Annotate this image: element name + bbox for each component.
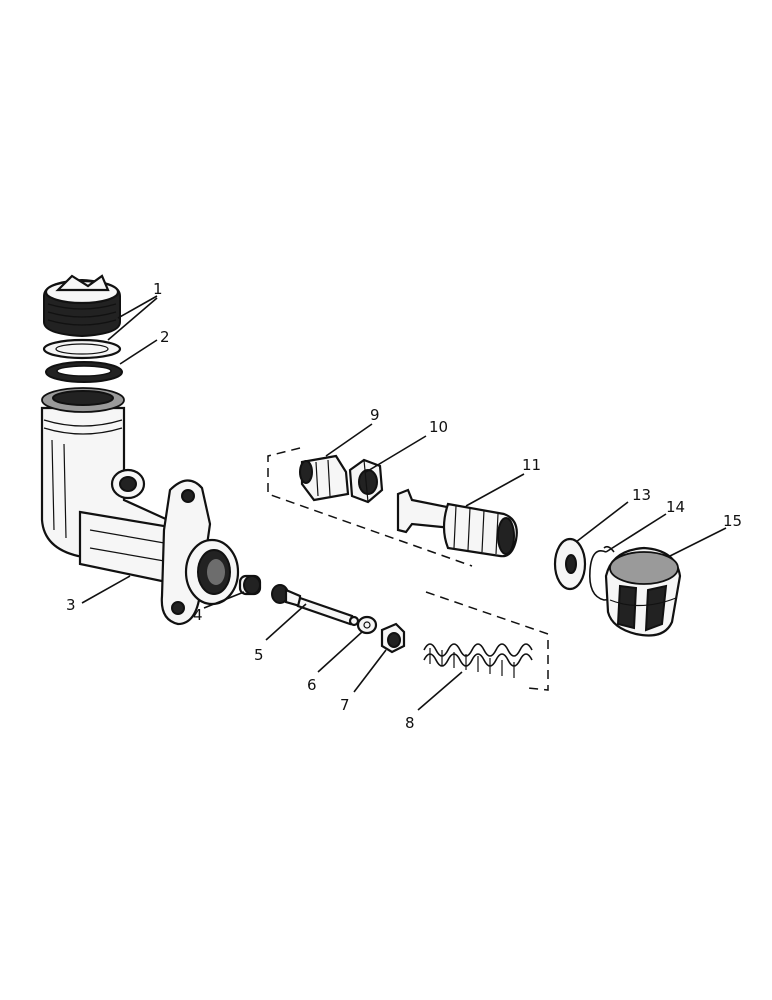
callout-1: 1 — [153, 280, 163, 298]
part-8-spring — [423, 643, 533, 678]
callout-5: 5 — [254, 646, 264, 664]
callout-14: 14 — [666, 498, 685, 516]
leader-lines — [81, 295, 727, 711]
callout-11: 11 — [522, 456, 541, 474]
part-9-filter-sleeve — [299, 454, 350, 502]
callout-labels: 1 2 3 4 5 6 7 8 9 10 11 13 14 15 — [66, 280, 742, 732]
part-1-reservoir-cap — [42, 274, 122, 360]
part-13-flat-washer — [553, 537, 587, 591]
callout-4: 4 — [193, 606, 203, 624]
part-5-pushrod — [271, 584, 360, 627]
part-3-cylinder-body — [40, 387, 240, 626]
callout-9: 9 — [370, 406, 380, 424]
part-7-piston — [380, 622, 406, 654]
callout-10: 10 — [429, 418, 448, 436]
callout-6: 6 — [307, 676, 317, 694]
callout-7: 7 — [340, 696, 350, 714]
part-2-gasket — [45, 361, 123, 383]
callout-13: 13 — [632, 486, 651, 504]
part-10-hex-nut — [348, 458, 384, 504]
callout-15: 15 — [723, 512, 742, 530]
part-11-valve — [396, 488, 518, 558]
part-6-washer — [356, 615, 378, 635]
part-15-end-cap — [604, 546, 682, 637]
callout-8: 8 — [405, 714, 415, 732]
part-4-seal-cup — [238, 574, 262, 596]
upper-kit-dashed-outline — [267, 447, 473, 567]
callout-3: 3 — [66, 596, 76, 614]
callout-2: 2 — [160, 328, 170, 346]
lower-kit-dashed-outline — [425, 591, 549, 691]
